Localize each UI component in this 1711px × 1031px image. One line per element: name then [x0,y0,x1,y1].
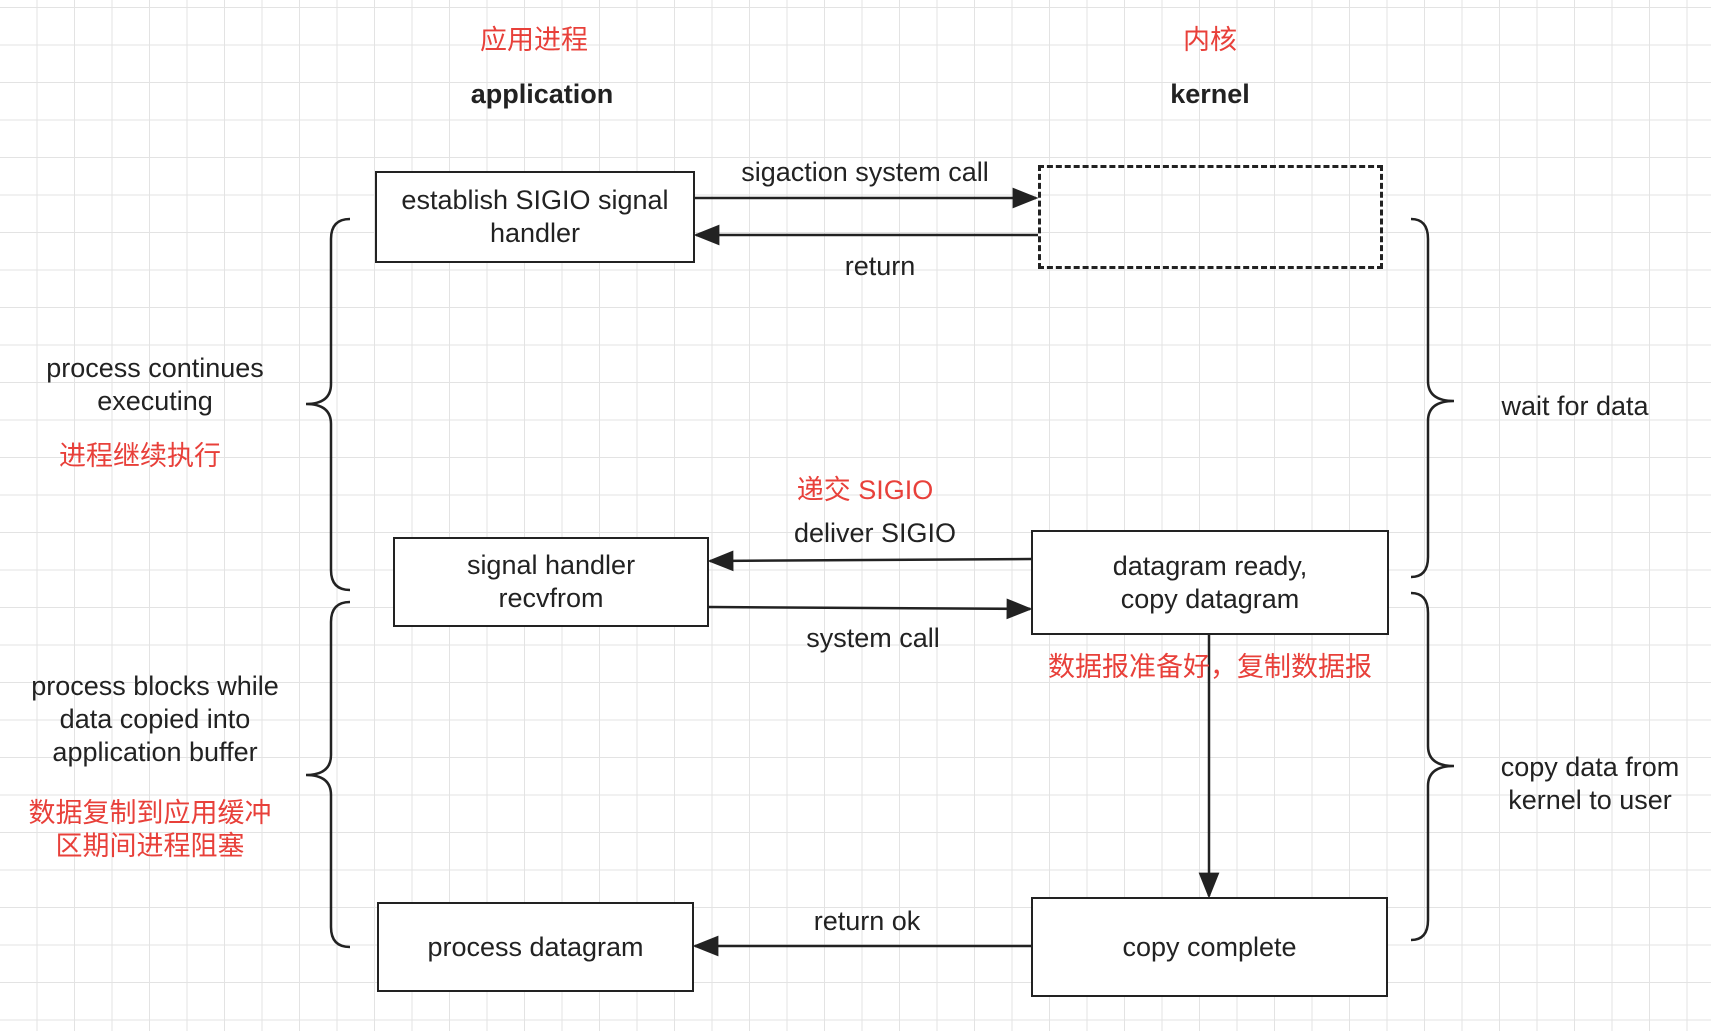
deliver-sigio-label-zh: 递交 SIGIO [796,475,934,505]
right-brace-wait [1410,217,1455,579]
deliver-sigio-label: deliver SIGIO [793,518,957,548]
copy-data-label: copy data from kernel to user [1500,752,1680,815]
left-brace-continues [305,217,351,592]
application-header: application [470,79,614,109]
kernel-header: kernel [1170,79,1250,109]
process-continues-label-zh: 进程继续执行 [59,441,221,471]
signal-handler-box: signal handler recvfrom [393,537,709,627]
process-datagram-box: process datagram [377,902,694,992]
establish-handler-box: establish SIGIO signal handler [375,171,695,263]
kernel-placeholder-box [1038,165,1383,269]
sigaction-label: sigaction system call [741,157,989,187]
application-header-zh: 应用进程 [480,25,588,55]
left-brace-blocks [305,600,351,949]
datagram-ready-note-zh: 数据报准备好，复制数据报 [1048,652,1372,682]
copy-complete-box: copy complete [1031,897,1388,997]
right-brace-copy [1410,591,1455,942]
process-blocks-label-zh: 数据复制到应用缓冲 区期间进程阻塞 [28,798,272,861]
process-blocks-label: process blocks while data copied into ap… [31,671,279,767]
process-continues-label: process continues executing [46,353,264,416]
system-call-arrow [708,598,1033,620]
system-call-label: system call [806,623,940,653]
wait-for-data-label: wait for data [1501,391,1649,421]
return-label: return [844,251,916,281]
return-ok-label: return ok [813,906,921,936]
kernel-header-zh: 内核 [1183,25,1237,55]
datagram-ready-box: datagram ready, copy datagram [1031,530,1389,635]
deliver-sigio-arrow [707,550,1032,572]
